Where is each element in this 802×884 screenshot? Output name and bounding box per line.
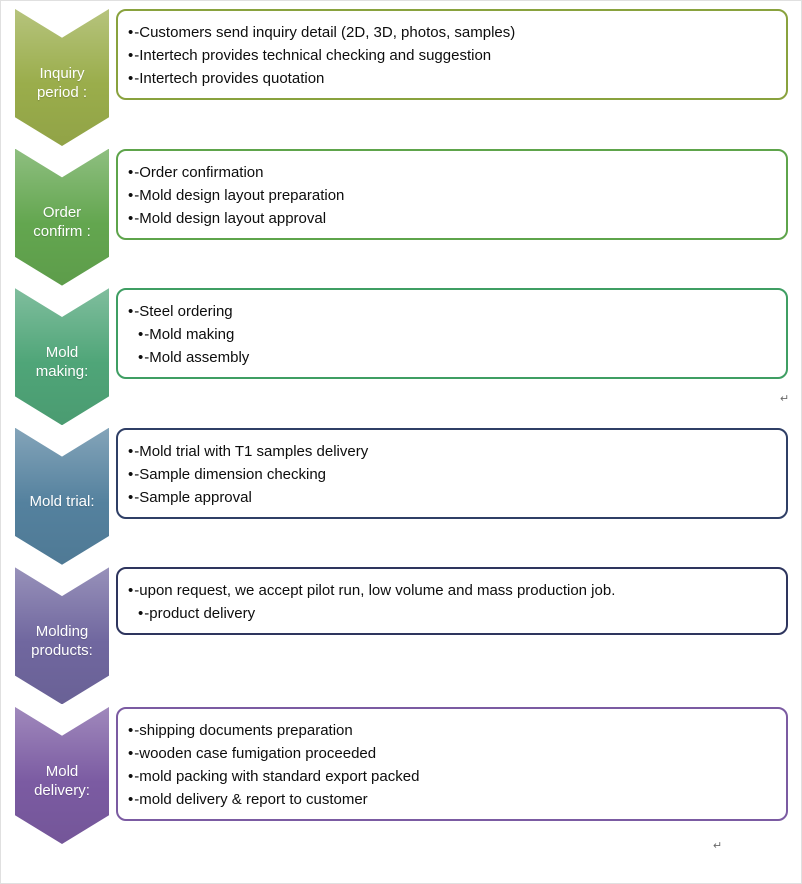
bullet-text: -wooden case fumigation proceeded [134, 745, 377, 762]
bullet-item: •-Order confirmation [128, 161, 772, 184]
bullet-item: •-mold delivery & report to customer [128, 788, 772, 811]
bullet-text: -Steel ordering [134, 303, 233, 321]
stage-chevron-arrow-icon: Mold delivery: [15, 707, 109, 844]
bullet-text: -Sample approval [134, 488, 252, 506]
return-mark-icon: ↵ [780, 393, 790, 405]
bullet-dot-icon: • [128, 24, 134, 41]
stage-label: Mold trial: [29, 492, 95, 510]
bullet-item: •-Mold design layout preparation [128, 184, 772, 207]
bullet-dot-icon: • [138, 326, 144, 344]
bullet-dot-icon: • [128, 488, 134, 506]
bullet-dot-icon: • [128, 442, 134, 460]
bullet-text: -product delivery [144, 605, 256, 623]
bullet-item: •-product delivery [128, 602, 772, 625]
bullet-dot-icon: • [128, 70, 134, 87]
bullet-item: •-shipping documents preparation [128, 719, 772, 742]
stage-detail-box: •-Steel ordering•-Mold making•-Mold asse… [116, 288, 788, 380]
bullet-text: -Mold making [144, 326, 235, 344]
bullet-list: •-shipping documents preparation•-wooden… [128, 719, 772, 811]
bullet-item: •-wooden case fumigation proceeded [128, 742, 772, 765]
bullet-item: •-Mold assembly [128, 346, 772, 369]
bullet-list: •-upon request, we accept pilot run, low… [128, 579, 772, 625]
process-stage: Order confirm : •-Order confirmation•-Mo… [1, 148, 801, 288]
bullet-dot-icon: • [128, 209, 134, 227]
stage-label: Molding products: [31, 623, 93, 659]
bullet-item: •-Intertech provides technical checking … [128, 44, 772, 67]
bullet-dot-icon: • [128, 745, 134, 762]
stage-detail-box: •-shipping documents preparation•-wooden… [116, 707, 788, 821]
process-stage: Mold delivery: •-shipping documents prep… [1, 707, 801, 846]
stage-label: Inquiry period : [36, 64, 88, 101]
bullet-dot-icon: • [128, 722, 134, 739]
bullet-item: •-Customers send inquiry detail (2D, 3D,… [128, 21, 772, 44]
bullet-item: •-Intertech provides quotation [128, 67, 772, 90]
bullet-list: •-Customers send inquiry detail (2D, 3D,… [128, 21, 772, 90]
bullet-text: -shipping documents preparation [134, 722, 353, 739]
bullet-item: •-Steel ordering [128, 300, 772, 323]
stage-chevron-arrow-icon: Mold making: [15, 288, 109, 426]
bullet-item: •-Sample approval [128, 486, 772, 509]
stage-chevron-arrow-icon: Order confirm : [15, 148, 109, 286]
stage-label: Mold making: [35, 343, 89, 380]
bullet-list: •-Mold trial with T1 samples delivery•-S… [128, 440, 772, 509]
return-mark-icon: ↵ [713, 840, 723, 852]
bullet-text: -mold delivery & report to customer [134, 791, 368, 808]
process-stage: Mold trial: •-Mold trial with T1 samples… [1, 427, 801, 567]
bullet-text: -Customers send inquiry detail (2D, 3D, … [134, 24, 516, 41]
bullet-text: -Intertech provides quotation [134, 70, 325, 87]
bullet-text: -Intertech provides technical checking a… [134, 47, 492, 64]
process-stage: Inquiry period : •-Customers send inquir… [1, 9, 801, 148]
stage-detail-box: •-Mold trial with T1 samples delivery•-S… [116, 427, 788, 519]
bullet-text: -Mold design layout approval [134, 209, 327, 227]
stage-label: Order confirm : [33, 204, 91, 241]
bullet-dot-icon: • [128, 791, 134, 808]
bullet-dot-icon: • [128, 186, 134, 204]
bullet-text: -Sample dimension checking [134, 465, 327, 483]
bullet-dot-icon: • [128, 163, 134, 181]
process-stage: Mold making: •-Steel ordering•-Mold maki… [1, 288, 801, 427]
stage-chevron-arrow-icon: Molding products: [15, 567, 109, 705]
bullet-dot-icon: • [138, 349, 144, 367]
bullet-item: •-Mold trial with T1 samples delivery [128, 440, 772, 463]
bullet-text: -Mold assembly [144, 349, 250, 367]
bullet-text: -upon request, we accept pilot run, low … [134, 582, 616, 600]
stage-detail-box: •-upon request, we accept pilot run, low… [116, 567, 788, 636]
stage-detail-box: •-Customers send inquiry detail (2D, 3D,… [116, 9, 788, 100]
bullet-item: •-upon request, we accept pilot run, low… [128, 579, 772, 602]
stage-chevron-arrow-icon: Mold trial: [15, 427, 109, 565]
bullet-dot-icon: • [128, 768, 134, 785]
bullet-text: -Order confirmation [134, 163, 264, 181]
bullet-item: •-Mold design layout approval [128, 207, 772, 230]
bullet-dot-icon: • [128, 303, 134, 321]
bullet-item: •-Sample dimension checking [128, 463, 772, 486]
bullet-dot-icon: • [128, 47, 134, 64]
bullet-item: •-Mold making [128, 323, 772, 346]
bullet-list: •-Steel ordering•-Mold making•-Mold asse… [128, 300, 772, 369]
bullet-dot-icon: • [128, 582, 134, 600]
process-stage: Molding products: •-upon request, we acc… [1, 567, 801, 706]
bullet-text: -Mold design layout preparation [134, 186, 345, 204]
bullet-text: -mold packing with standard export packe… [134, 768, 420, 785]
bullet-text: -Mold trial with T1 samples delivery [134, 442, 369, 460]
bullet-item: •-mold packing with standard export pack… [128, 765, 772, 788]
bullet-list: •-Order confirmation•-Mold design layout… [128, 161, 772, 230]
stage-detail-box: •-Order confirmation•-Mold design layout… [116, 148, 788, 240]
stage-label: Mold delivery: [34, 762, 90, 799]
stage-chevron-arrow-icon: Inquiry period : [15, 9, 109, 146]
bullet-dot-icon: • [128, 465, 134, 483]
bullet-dot-icon: • [138, 605, 144, 623]
